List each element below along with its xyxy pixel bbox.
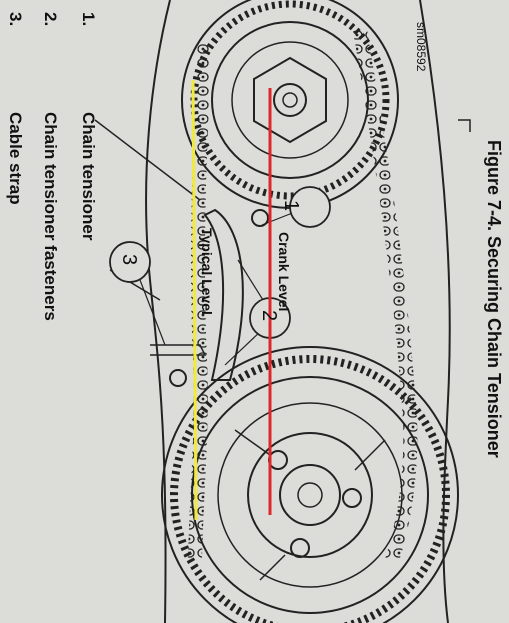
legend-number-1: 1.: [79, 12, 98, 27]
drawing-id: sm08592: [414, 22, 428, 72]
callout-3-number: 3: [118, 254, 140, 266]
callout-2-number: 2: [258, 310, 280, 322]
chain-lower-run: [188, 39, 212, 561]
figure-caption: Figure 7-4. Securing Chain Tensioner: [484, 140, 504, 458]
clutch-sprocket: [161, 346, 459, 623]
corner-mark: [458, 119, 471, 132]
callout-1-circle: [289, 186, 331, 228]
legend-text-1: Chain tensioner: [79, 112, 98, 241]
legend-number-3: 3.: [6, 12, 25, 27]
chain-tensioner-shoe: [203, 208, 244, 381]
cable-strap: [150, 344, 207, 356]
crank-level-label: Crank Level: [276, 232, 292, 312]
cable-strap-bolt: [169, 369, 187, 387]
tensioner-fastener-upper: [251, 209, 269, 227]
typical-level-line: [191, 79, 198, 521]
chain-upper-run: [353, 28, 418, 563]
legend-number-2: 2.: [41, 12, 60, 27]
callout-1-number: 1: [280, 200, 302, 212]
legend-text-2: Chain tensioner fasteners: [41, 112, 60, 321]
callout-3-circle: [109, 241, 151, 283]
case-outline: [145, 0, 171, 623]
case-inner-outline: [419, 0, 451, 623]
callout-2-leader-b: [224, 329, 263, 366]
typical-level-label: Typical Level: [199, 228, 215, 315]
callout-3-leader: [139, 279, 166, 346]
legend-text-3: Cable strap: [6, 112, 25, 205]
